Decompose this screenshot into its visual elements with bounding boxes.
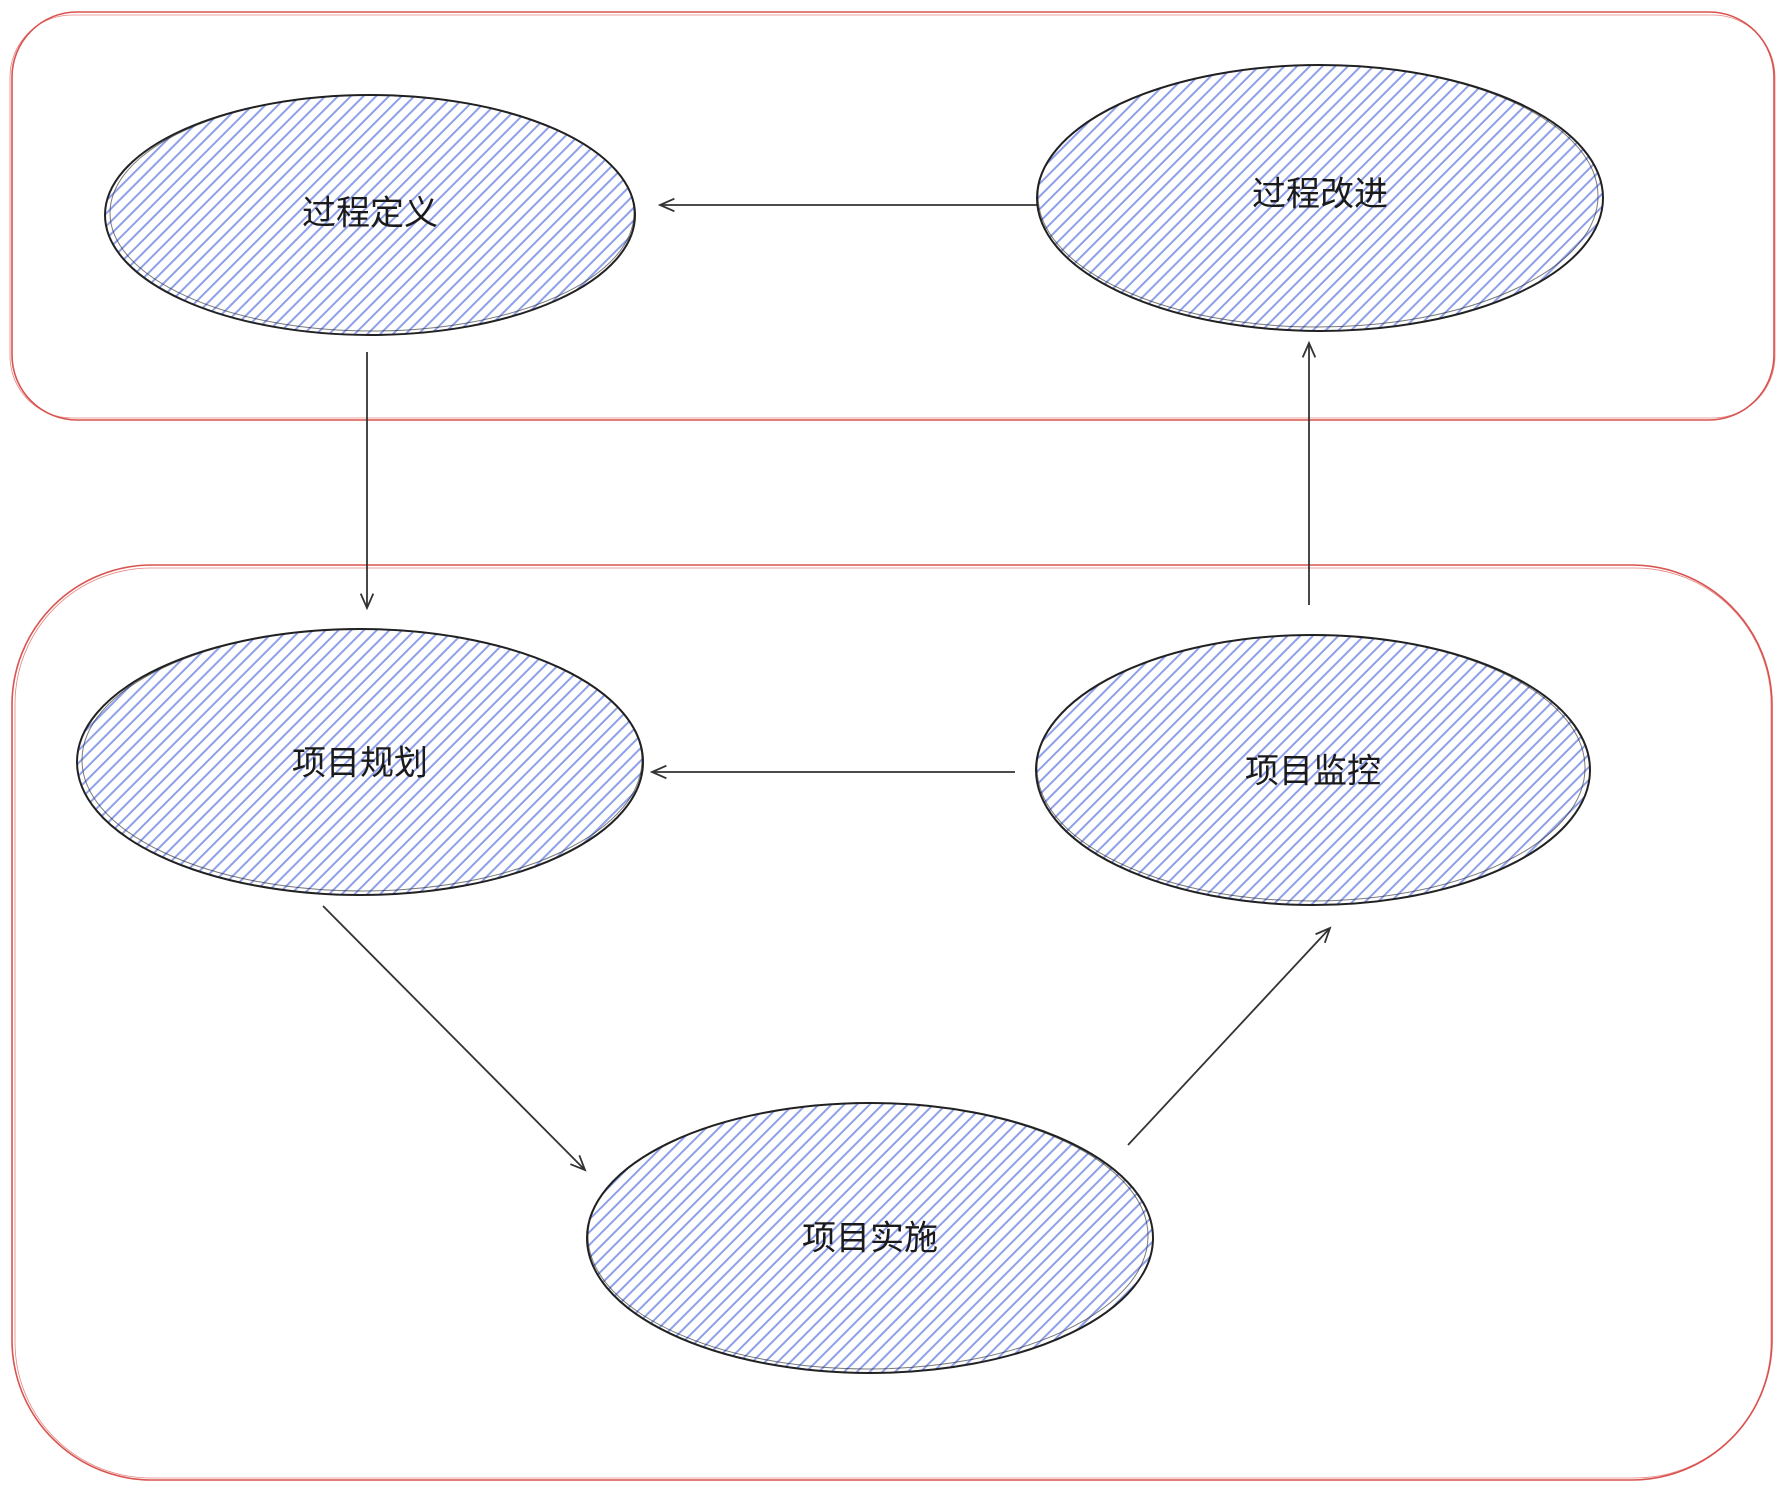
node-label: 项目规划 <box>292 744 428 784</box>
process-group-container <box>11 11 1775 421</box>
node-label: 过程改进 <box>1252 175 1388 215</box>
node-label: 项目实施 <box>802 1219 938 1259</box>
node-label: 项目监控 <box>1245 752 1381 792</box>
project-group-container-sketch <box>14 567 1772 1479</box>
process-group-container-sketch <box>9 14 1776 419</box>
arrow-execution-to-monitoring <box>1127 928 1330 1146</box>
arrow-planning-to-execution <box>322 905 585 1170</box>
node-label: 过程定义 <box>302 194 438 234</box>
node-project-planning: 项目规划 <box>76 628 644 896</box>
node-project-execution: 项目实施 <box>586 1102 1154 1374</box>
node-process-improvement: 过程改进 <box>1036 64 1604 332</box>
node-process-definition: 过程定义 <box>104 94 636 336</box>
node-project-monitoring: 项目监控 <box>1035 634 1591 906</box>
project-group-container <box>11 564 1773 1481</box>
